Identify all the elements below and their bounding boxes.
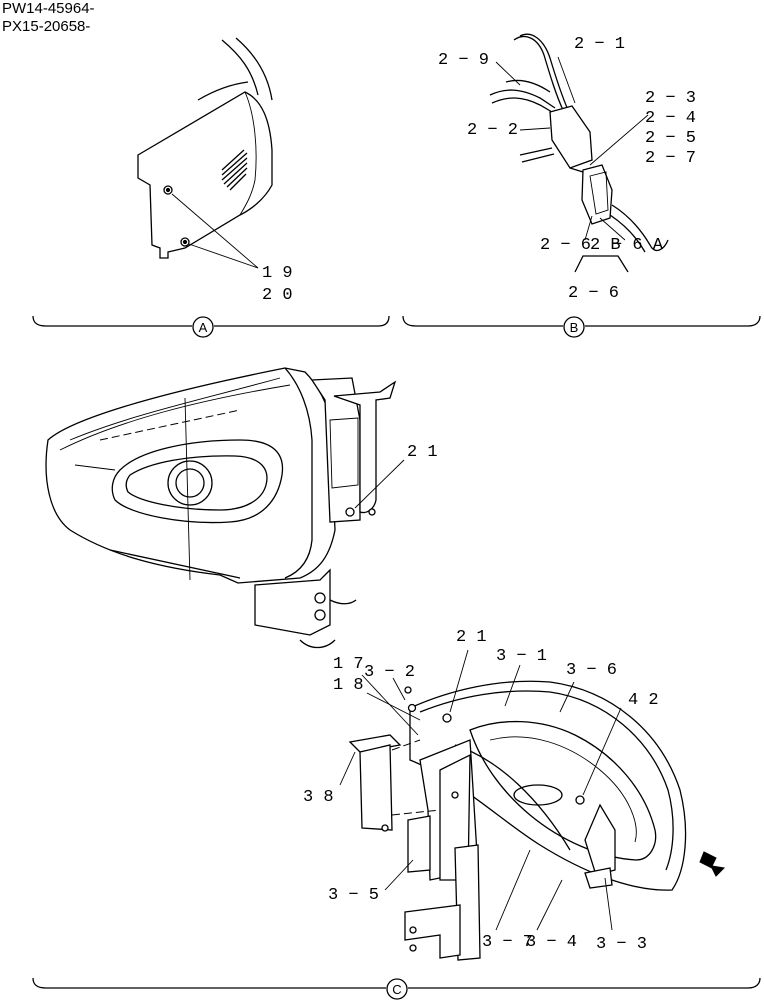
serial-range-2: PX15-20658-: [2, 18, 91, 35]
callout-2-5: 2 − 5: [645, 129, 696, 148]
headlight-bracket-assembly: [339, 649, 726, 961]
view-a-drawing: [137, 37, 273, 269]
view-b-label: B: [570, 320, 579, 335]
serial-range-1: PW14-45964-: [2, 0, 95, 17]
callout-3-3: 3 − 3: [596, 935, 647, 954]
callout-21-upper: 2 1: [407, 443, 438, 462]
callout-20: 2 0: [262, 286, 293, 305]
screw-21-upper: [345, 507, 355, 517]
callout-2-4: 2 − 4: [645, 109, 696, 128]
view-a-bracket: [32, 315, 390, 338]
view-b-bracket: [402, 315, 761, 338]
callout-19: 1 9: [262, 264, 293, 283]
callout-2-7: 2 − 7: [645, 149, 696, 168]
callout-17: 1 7: [333, 655, 364, 674]
speaker-grille: [221, 149, 248, 191]
screw-42: [575, 795, 585, 805]
screw-21-lower: [442, 713, 452, 723]
connector-housing: [549, 105, 593, 169]
callout-3-7: 3 − 7: [482, 933, 533, 952]
callout-42: 4 2: [628, 691, 659, 710]
callout-2b: 2 B: [590, 236, 621, 255]
view-c-bracket: [32, 977, 761, 1000]
view-c-label: C: [392, 982, 401, 997]
callout-2-9: 2 − 9: [438, 51, 489, 70]
callout-2-1: 2 − 1: [574, 35, 625, 54]
callout-18: 1 8: [333, 676, 364, 695]
headlight-assembly: [45, 367, 405, 649]
callout-3-2: 3 − 2: [364, 663, 415, 682]
callout-21-lower: 2 1: [456, 628, 487, 647]
callout-3-1: 3 − 1: [496, 647, 547, 666]
callout-2-2: 2 − 2: [467, 121, 518, 140]
view-a-label: A: [199, 320, 208, 335]
callout-3-5: 3 − 5: [328, 886, 379, 905]
callout-6a: − 6 A: [612, 236, 664, 255]
callout-2-6: 2 − 6: [568, 284, 619, 303]
callout-2-6a: 2 − 6: [540, 236, 591, 255]
callout-3-4: 3 − 4: [526, 933, 577, 952]
callout-38: 3 8: [303, 788, 334, 807]
view-b-drawing: [489, 33, 669, 273]
callout-3-6: 3 − 6: [566, 661, 617, 680]
front-direction-arrow: [699, 851, 726, 877]
callout-2-3: 2 − 3: [645, 89, 696, 108]
